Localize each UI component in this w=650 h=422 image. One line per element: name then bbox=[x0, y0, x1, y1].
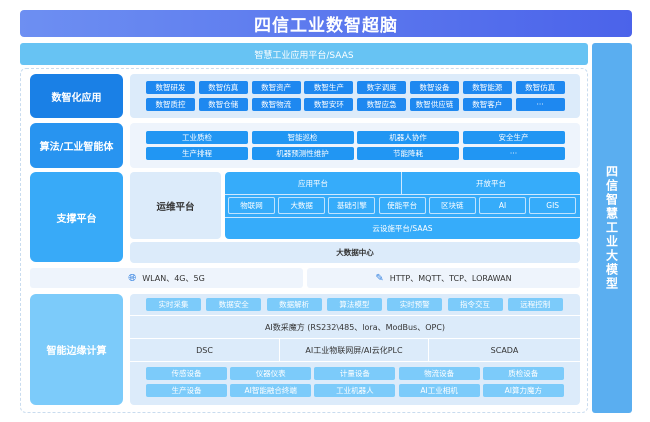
digital-app-chip[interactable]: 数智仿真 bbox=[198, 81, 248, 94]
edge-device-chip[interactable]: 计量设备 bbox=[314, 367, 396, 380]
industrial-model-bar: 四信智慧工业大模型 bbox=[592, 43, 632, 413]
edge-device-chip[interactable]: 生产设备 bbox=[146, 384, 227, 397]
edge-function-chip[interactable]: 算法模型 bbox=[326, 298, 382, 311]
algorithms-label: 算法/工业智能体 bbox=[30, 123, 123, 168]
ops-platform: 运维平台 bbox=[130, 172, 221, 239]
saas-platform-bar: 智慧工业应用平台/SAAS bbox=[20, 43, 588, 65]
digital-app-chip[interactable]: 数智仓储 bbox=[198, 98, 248, 111]
support-item-chip[interactable]: GIS bbox=[529, 197, 577, 214]
digital-app-chip[interactable]: 数智设备 bbox=[410, 81, 459, 94]
support-item-chip[interactable]: 大数据 bbox=[278, 197, 326, 214]
edge-function-chip[interactable]: 指令交互 bbox=[447, 298, 503, 311]
digital-apps-panel bbox=[130, 74, 580, 118]
digital-app-chip[interactable]: 数智研发 bbox=[146, 81, 195, 94]
architecture-frame bbox=[20, 68, 588, 413]
digital-app-chip[interactable]: 数智安环 bbox=[304, 98, 354, 111]
edge-device-chip[interactable]: 传感设备 bbox=[146, 367, 227, 380]
algorithm-chip[interactable]: 机器预测性维护 bbox=[251, 147, 354, 160]
globe-icon: 🌐︎ bbox=[128, 272, 137, 284]
digital-app-chip[interactable]: 数智客户 bbox=[462, 98, 512, 111]
support-item-chip[interactable]: 区块链 bbox=[428, 197, 476, 214]
app-platform: 应用平台 bbox=[225, 172, 402, 194]
edge-function-chip[interactable]: 数据解析 bbox=[266, 298, 322, 311]
cloud-platform: 云设施平台/SAAS bbox=[372, 224, 433, 233]
protocols-text: HTTP、MQTT、TCP、LORAWAN bbox=[389, 273, 512, 283]
digital-app-chip[interactable]: 数智物流 bbox=[251, 98, 301, 111]
digital-app-chip[interactable]: 数智供应链 bbox=[410, 98, 459, 111]
edge-device-chip[interactable]: AI工业相机 bbox=[398, 384, 480, 397]
edge-device-chip[interactable]: AI算力魔方 bbox=[482, 384, 564, 397]
edge-label: 智能边缘计算 bbox=[30, 294, 123, 405]
edge-function-chip[interactable]: 远程控制 bbox=[507, 298, 563, 311]
digital-app-chip[interactable]: 数智生产 bbox=[304, 81, 354, 94]
edge-device-chip[interactable]: 仪器仪表 bbox=[230, 367, 312, 380]
protocols: ✎ HTTP、MQTT、TCP、LORAWAN bbox=[307, 268, 580, 288]
edge-function-chip[interactable]: 实时预警 bbox=[387, 298, 443, 311]
digital-app-chip[interactable]: 数智能源 bbox=[462, 81, 512, 94]
digital-app-chip[interactable]: 数智应急 bbox=[357, 98, 407, 111]
digital-app-chip[interactable]: 数字调度 bbox=[357, 81, 407, 94]
support-item-chip[interactable]: 基础引擎 bbox=[328, 197, 376, 214]
edge-function-chip[interactable]: 数据安全 bbox=[206, 298, 262, 311]
ai-acquisition: AI数采魔方 (RS232\485、lora、ModBus、OPC) bbox=[264, 322, 446, 332]
algorithms-panel bbox=[130, 123, 580, 168]
edit-document-icon: ✎ bbox=[375, 272, 384, 284]
edge-device-chip[interactable]: 质检设备 bbox=[482, 367, 564, 380]
algorithm-chip[interactable]: 机器人协作 bbox=[357, 131, 459, 144]
edge-device-chip[interactable]: 物流设备 bbox=[398, 367, 480, 380]
scada: SCADA bbox=[490, 345, 519, 355]
edge-device-chip[interactable]: 工业机器人 bbox=[314, 384, 396, 397]
support-item-chip[interactable]: 物联网 bbox=[228, 197, 275, 214]
wireless-text: WLAN、4G、5G bbox=[142, 273, 205, 283]
algorithm-chip[interactable]: 生产排程 bbox=[146, 147, 248, 160]
algorithm-chip[interactable]: 工业质检 bbox=[146, 131, 248, 144]
digital-app-chip[interactable]: ··· bbox=[515, 98, 565, 111]
ai-iot-plc: AI工业物联网屏/AI云化PLC bbox=[280, 339, 429, 361]
digital-app-chip[interactable]: 数智仿真 bbox=[515, 81, 565, 94]
algorithm-chip[interactable]: ··· bbox=[462, 147, 565, 160]
digital-app-chip[interactable]: 数智质控 bbox=[146, 98, 195, 111]
edge-device-chip[interactable]: AI智能融合终端 bbox=[230, 384, 312, 397]
bigdata-center: 大数据中心 bbox=[130, 242, 580, 263]
wireless-network: 🌐︎ WLAN、4G、5G bbox=[30, 268, 303, 288]
page-title: 四信工业数智超脑 bbox=[20, 10, 632, 37]
edge-function-chip[interactable]: 实时采集 bbox=[146, 298, 201, 311]
algorithm-chip[interactable]: 节能降耗 bbox=[357, 147, 459, 160]
algorithm-chip[interactable]: 安全生产 bbox=[462, 131, 565, 144]
open-platform: 开放平台 bbox=[476, 178, 506, 188]
algorithm-chip[interactable]: 智能巡检 bbox=[251, 131, 354, 144]
support-item-chip[interactable]: AI bbox=[479, 197, 526, 214]
support-label: 支撑平台 bbox=[30, 172, 123, 262]
digital-app-chip[interactable]: 数智资产 bbox=[251, 81, 301, 94]
support-item-chip[interactable]: 使能平台 bbox=[378, 197, 426, 214]
dsc: DSC bbox=[130, 339, 280, 361]
digital-apps-label: 数智化应用 bbox=[30, 74, 123, 118]
